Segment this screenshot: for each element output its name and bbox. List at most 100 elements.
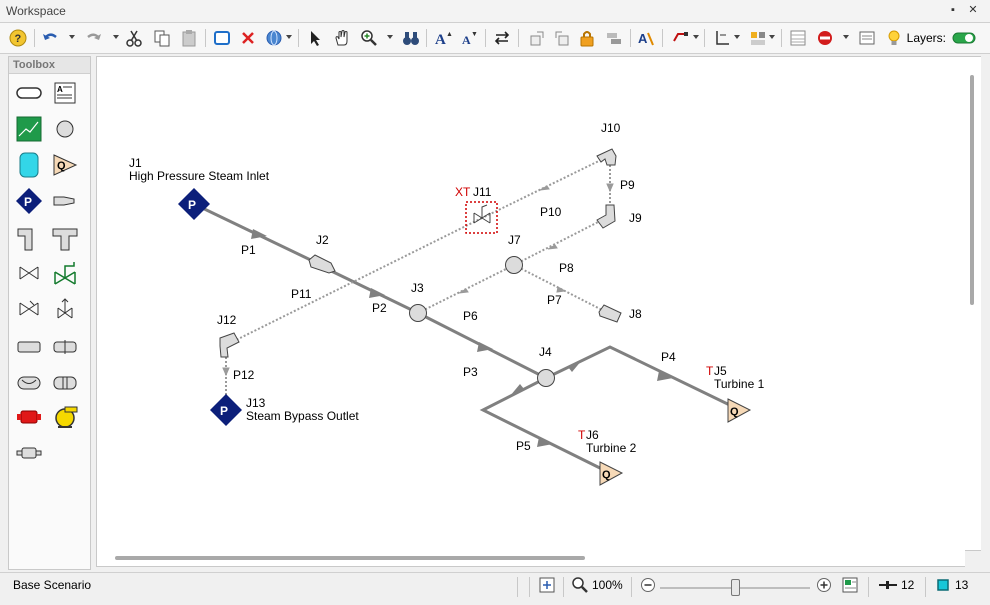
- font-increase-icon[interactable]: A▲: [433, 28, 453, 48]
- horizontal-scroll-thumb[interactable]: [115, 556, 585, 560]
- tee-tool-icon[interactable]: [51, 225, 79, 253]
- relief-valve-tool-icon[interactable]: [51, 295, 79, 323]
- general-component-tool-icon[interactable]: [15, 439, 43, 467]
- junction-J9[interactable]: [596, 204, 616, 229]
- junction-J13[interactable]: P: [210, 394, 242, 426]
- lock-icon[interactable]: [577, 28, 597, 48]
- pipe-P6[interactable]: [417, 264, 515, 314]
- find-binoculars-icon[interactable]: [401, 28, 421, 48]
- junction-J6[interactable]: Q: [599, 461, 624, 486]
- vertical-scrollbar[interactable]: [964, 56, 981, 551]
- redo-icon[interactable]: [84, 28, 104, 48]
- junction-J1[interactable]: P: [178, 188, 210, 220]
- layout-icon[interactable]: [748, 28, 768, 48]
- pan-hand-icon[interactable]: [332, 28, 352, 48]
- pipe-P4[interactable]: [545, 345, 741, 412]
- flag-J5: T: [706, 364, 714, 378]
- area-change-tool-icon[interactable]: [51, 333, 79, 361]
- output-table-icon[interactable]: [788, 28, 808, 48]
- nozzle-tool-icon[interactable]: [51, 187, 79, 215]
- pipe-P3[interactable]: [417, 311, 547, 380]
- junction-J2[interactable]: [308, 254, 336, 274]
- pipe-P2[interactable]: [322, 265, 419, 315]
- bring-front-icon[interactable]: [527, 28, 547, 48]
- reservoir-tool-icon[interactable]: [15, 151, 43, 179]
- reverse-direction-icon[interactable]: [492, 28, 512, 48]
- dead-end-tool-icon[interactable]: [15, 333, 43, 361]
- control-valve-tool-icon[interactable]: [51, 259, 79, 287]
- pipe-P1[interactable]: [193, 202, 320, 266]
- junction-J4[interactable]: [537, 369, 555, 387]
- junction-J5[interactable]: Q: [727, 398, 752, 423]
- layers-toggle[interactable]: [952, 28, 976, 48]
- properties-icon[interactable]: [857, 28, 877, 48]
- label-P12: P12: [233, 368, 255, 382]
- pump-tool-icon[interactable]: [51, 403, 79, 431]
- check-valve-tool-icon[interactable]: [15, 295, 43, 323]
- pipe-P11[interactable]: [227, 217, 483, 345]
- pipe-P8[interactable]: [513, 217, 607, 266]
- delete-icon[interactable]: [238, 28, 258, 48]
- zoom-slider-thumb[interactable]: [731, 579, 740, 596]
- bend-tool-icon[interactable]: [15, 225, 43, 253]
- junction-count-icon: [933, 575, 953, 595]
- overview-icon[interactable]: [840, 575, 860, 595]
- annotation-tool-icon[interactable]: A: [51, 79, 79, 107]
- select-arrow-icon[interactable]: [305, 28, 325, 48]
- pipe-P9[interactable]: [606, 161, 614, 211]
- junction-J10[interactable]: [596, 148, 617, 166]
- zoom-icon[interactable]: [359, 28, 379, 48]
- label-P6: P6: [463, 309, 478, 323]
- compressor-tool-icon[interactable]: [15, 403, 43, 431]
- pipe-P10[interactable]: [481, 157, 606, 219]
- svg-text:Q: Q: [730, 406, 739, 418]
- pipe-P5[interactable]: [479, 376, 611, 475]
- assigned-pressure-tool-icon[interactable]: P: [15, 187, 43, 215]
- pipe-P12[interactable]: [222, 353, 230, 405]
- send-back-icon[interactable]: [552, 28, 572, 48]
- copy-icon[interactable]: [152, 28, 172, 48]
- label-J7: J7: [508, 233, 521, 247]
- zoom-out-icon[interactable]: [638, 575, 658, 595]
- annotation-icon[interactable]: A: [636, 28, 656, 48]
- globe-icon[interactable]: [264, 28, 284, 48]
- grid-axis-icon[interactable]: [712, 28, 732, 48]
- pipe-tool-icon[interactable]: [15, 79, 43, 107]
- horizontal-scrollbar[interactable]: [96, 549, 965, 567]
- zoom-in-icon[interactable]: [814, 575, 834, 595]
- zoom-magnifier-icon[interactable]: [570, 575, 590, 595]
- scenario-name[interactable]: Base Scenario: [13, 578, 92, 592]
- orifice-tool-icon[interactable]: [51, 369, 79, 397]
- help-icon[interactable]: ?: [8, 28, 28, 48]
- pin-icon[interactable]: ▪: [951, 4, 955, 16]
- graph-tool-icon[interactable]: [15, 115, 43, 143]
- zoom-slider[interactable]: [660, 578, 810, 598]
- assigned-flow-tool-icon[interactable]: Q: [51, 151, 79, 179]
- branch-tool-icon[interactable]: [51, 115, 79, 143]
- label-P7: P7: [547, 293, 562, 307]
- pipe-count-icon: [878, 575, 898, 595]
- font-decrease-icon[interactable]: A▼: [458, 28, 478, 48]
- window-title: Workspace: [6, 4, 66, 18]
- junction-J3[interactable]: [409, 304, 427, 322]
- select-all-icon[interactable]: [212, 28, 232, 48]
- zoom-to-fit-icon[interactable]: [537, 575, 557, 595]
- workspace-canvas[interactable]: P Q Q P J1 High Pressure Steam Inlet J2 …: [96, 56, 966, 551]
- junction-J12[interactable]: [219, 332, 240, 358]
- pipe-P7[interactable]: [513, 264, 611, 315]
- close-icon[interactable]: ✕: [968, 4, 978, 16]
- label-J4: J4: [539, 345, 552, 359]
- junction-J11[interactable]: [465, 201, 498, 234]
- cut-icon[interactable]: [124, 28, 144, 48]
- undo-icon[interactable]: [40, 28, 60, 48]
- heat-exchanger-tool-icon[interactable]: [15, 369, 43, 397]
- vertical-scroll-thumb[interactable]: [970, 75, 974, 305]
- lightbulb-icon[interactable]: [884, 28, 904, 48]
- valve-tool-icon[interactable]: [15, 259, 43, 287]
- align-icon[interactable]: [604, 28, 624, 48]
- pipe-draw-icon[interactable]: [671, 28, 691, 48]
- junction-J7[interactable]: [505, 256, 523, 274]
- paste-icon[interactable]: [179, 28, 199, 48]
- junction-J8[interactable]: [598, 304, 622, 323]
- prohibit-icon[interactable]: [815, 28, 835, 48]
